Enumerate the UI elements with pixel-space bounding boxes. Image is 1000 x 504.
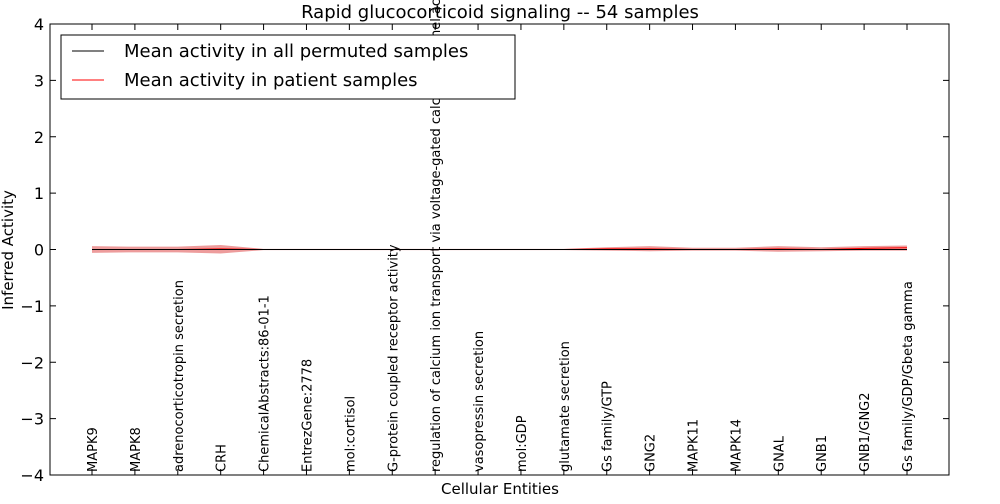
legend-label-patient: Mean activity in patient samples xyxy=(124,70,418,91)
x-tick-label: Gs family/GTP xyxy=(601,381,616,472)
y-tick-label: −3 xyxy=(20,410,44,429)
y-tick-label: 4 xyxy=(34,15,44,34)
y-tick-label: −4 xyxy=(20,466,44,485)
x-tick-label: MAPK14 xyxy=(729,419,744,472)
x-tick-label: MAPK11 xyxy=(687,419,702,472)
legend: Mean activity in all permuted samples Me… xyxy=(60,34,516,100)
y-axis-label: Inferred Activity xyxy=(0,190,17,310)
x-tick-label: MAPK9 xyxy=(86,427,101,472)
x-tick-label: GNB1/GNG2 xyxy=(858,392,873,472)
x-tick-label: adrenocorticotropin secretion xyxy=(172,280,187,472)
series-layer xyxy=(92,244,908,254)
y-tick-label: 0 xyxy=(34,241,44,260)
chart-title: Rapid glucocorticoid signaling -- 54 sam… xyxy=(301,2,699,23)
x-tick-label: GNG2 xyxy=(644,434,659,472)
x-tick-label: GNAL xyxy=(772,435,787,472)
legend-label-permuted: Mean activity in all permuted samples xyxy=(124,41,468,62)
x-tick-label: vasopressin secretion xyxy=(472,331,487,472)
y-axis: −4 −3 −2 −1 0 1 2 3 4 xyxy=(20,15,949,485)
y-tick-label: −1 xyxy=(20,297,44,316)
x-tick-label: glutamate secretion xyxy=(558,341,573,472)
x-tick-label: G-protein coupled receptor activity xyxy=(386,244,401,472)
x-tick-label: CRH xyxy=(215,444,230,472)
x-axis-label: Cellular Entities xyxy=(441,480,559,498)
x-tick-label: regulation of calcium ion transport via … xyxy=(429,0,444,472)
legend-box xyxy=(60,34,516,100)
y-tick-label: 3 xyxy=(34,71,44,90)
x-tick-label: mol:cortisol xyxy=(343,396,358,472)
y-tick-label: −2 xyxy=(20,353,44,372)
x-tick-label: Gs family/GDP/Gbeta gamma xyxy=(901,281,916,472)
x-tick-label: GNB1 xyxy=(815,435,830,472)
x-tick-label: EntrezGene:2778 xyxy=(300,359,315,472)
x-tick-label: ChemicalAbstracts:86-01-1 xyxy=(258,295,273,472)
y-tick-label: 2 xyxy=(34,128,44,147)
y-tick-label: 1 xyxy=(34,184,44,203)
x-tick-label: MAPK8 xyxy=(129,427,144,472)
x-tick-label: mol:GDP xyxy=(515,415,530,472)
